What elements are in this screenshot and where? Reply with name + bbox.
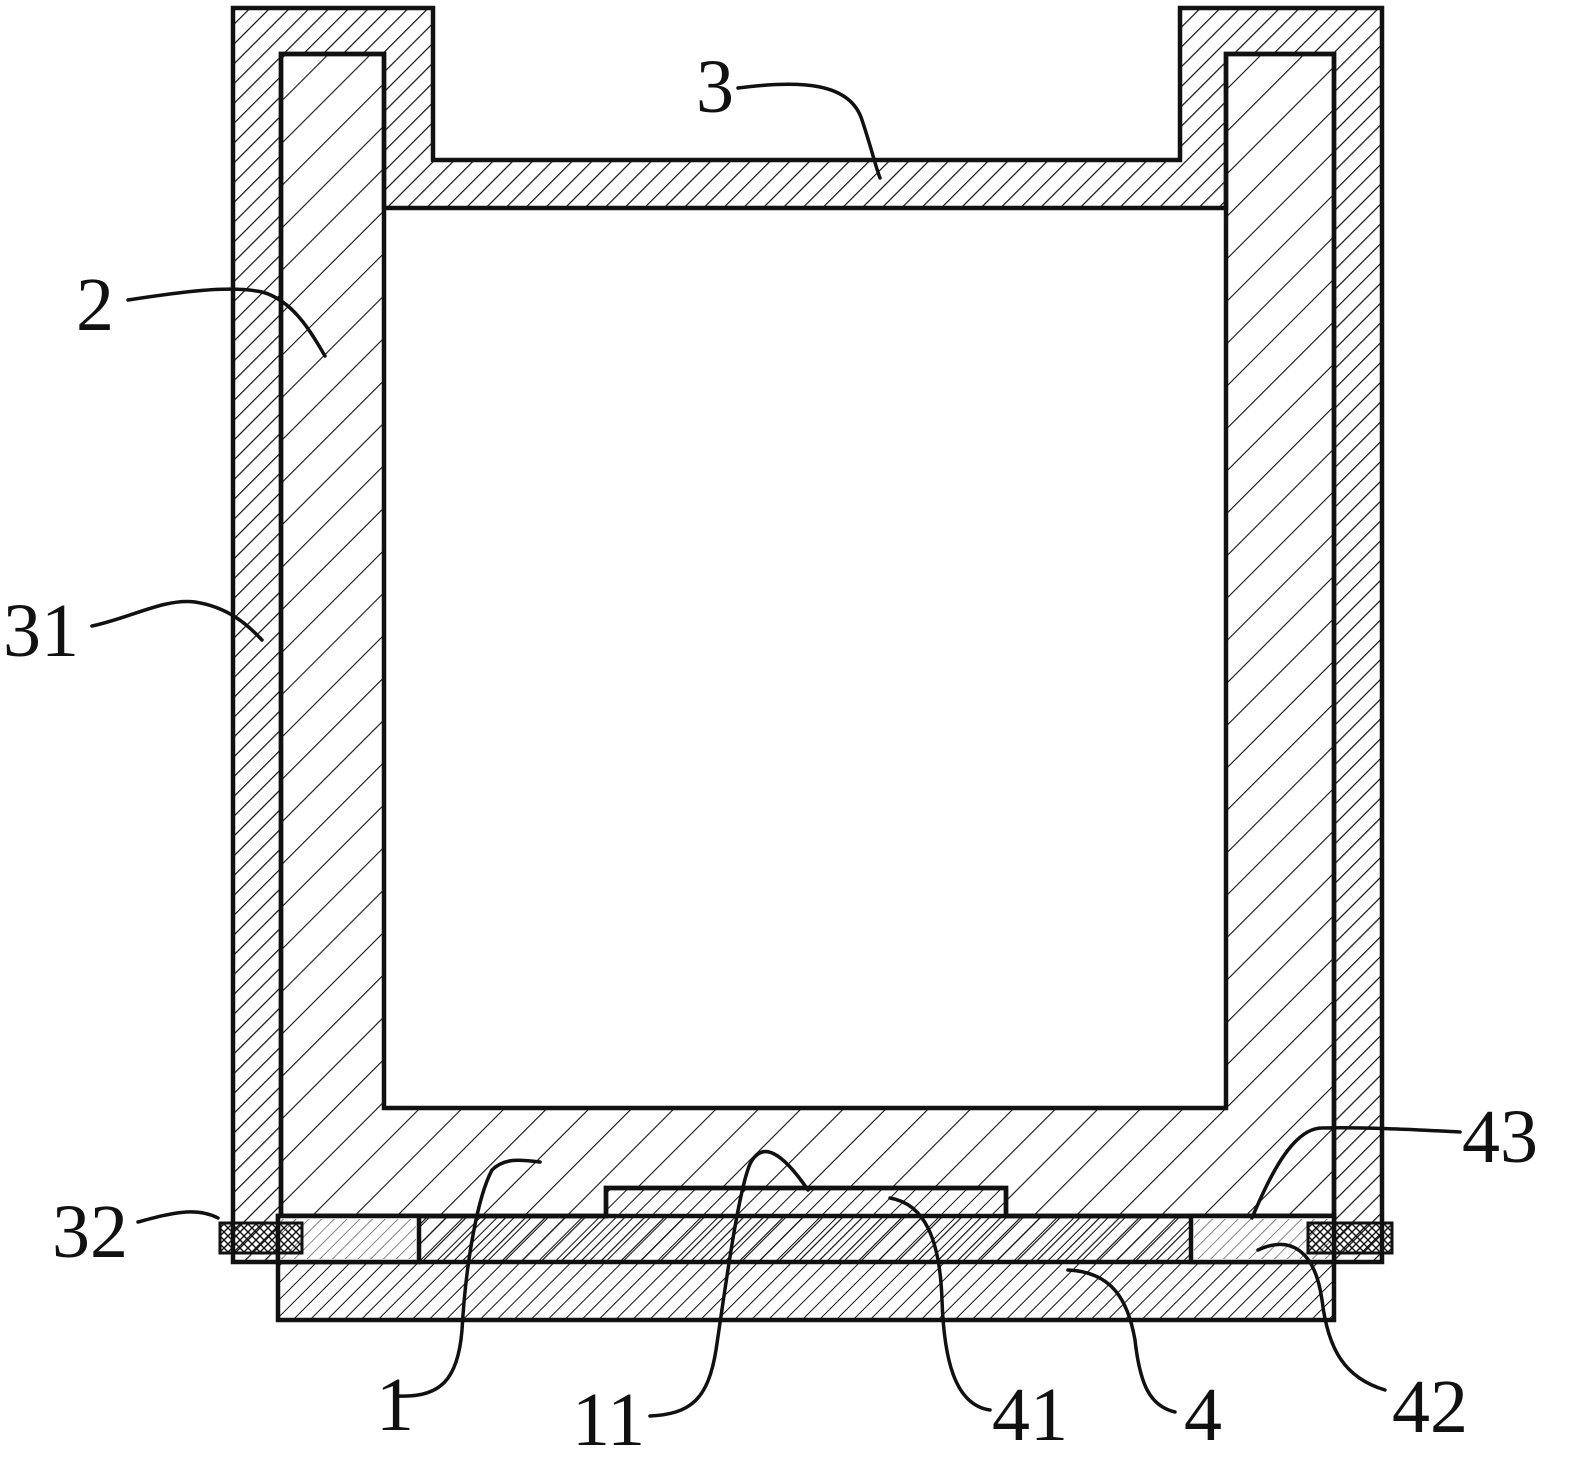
label-43: 43 xyxy=(1462,1095,1538,1179)
label-4: 4 xyxy=(1184,1373,1222,1457)
leader-11 xyxy=(648,1150,810,1418)
leader-32 xyxy=(136,1210,220,1224)
inner-wall-part-2 xyxy=(278,51,1337,1219)
label-1: 1 xyxy=(376,1363,414,1447)
label-2: 2 xyxy=(76,263,114,347)
leader-31 xyxy=(90,599,264,642)
leader-41 xyxy=(888,1196,992,1412)
label-41: 41 xyxy=(992,1373,1068,1457)
label-3: 3 xyxy=(696,45,734,129)
leader-2 xyxy=(126,287,327,358)
label-11: 11 xyxy=(572,1378,645,1462)
right-seal xyxy=(1306,1221,1394,1255)
leader-1 xyxy=(396,1158,542,1398)
leader-42 xyxy=(1256,1242,1387,1392)
label-31: 31 xyxy=(3,589,79,673)
label-42: 42 xyxy=(1392,1365,1468,1449)
leader-3 xyxy=(736,82,882,180)
outer-shell-part-3 xyxy=(230,5,1385,1265)
leader-43 xyxy=(1250,1126,1462,1220)
leader-4 xyxy=(1066,1268,1177,1414)
label-32: 32 xyxy=(52,1190,128,1274)
left-seal-part-32 xyxy=(218,1221,304,1255)
base-part-4 xyxy=(275,1185,1337,1323)
